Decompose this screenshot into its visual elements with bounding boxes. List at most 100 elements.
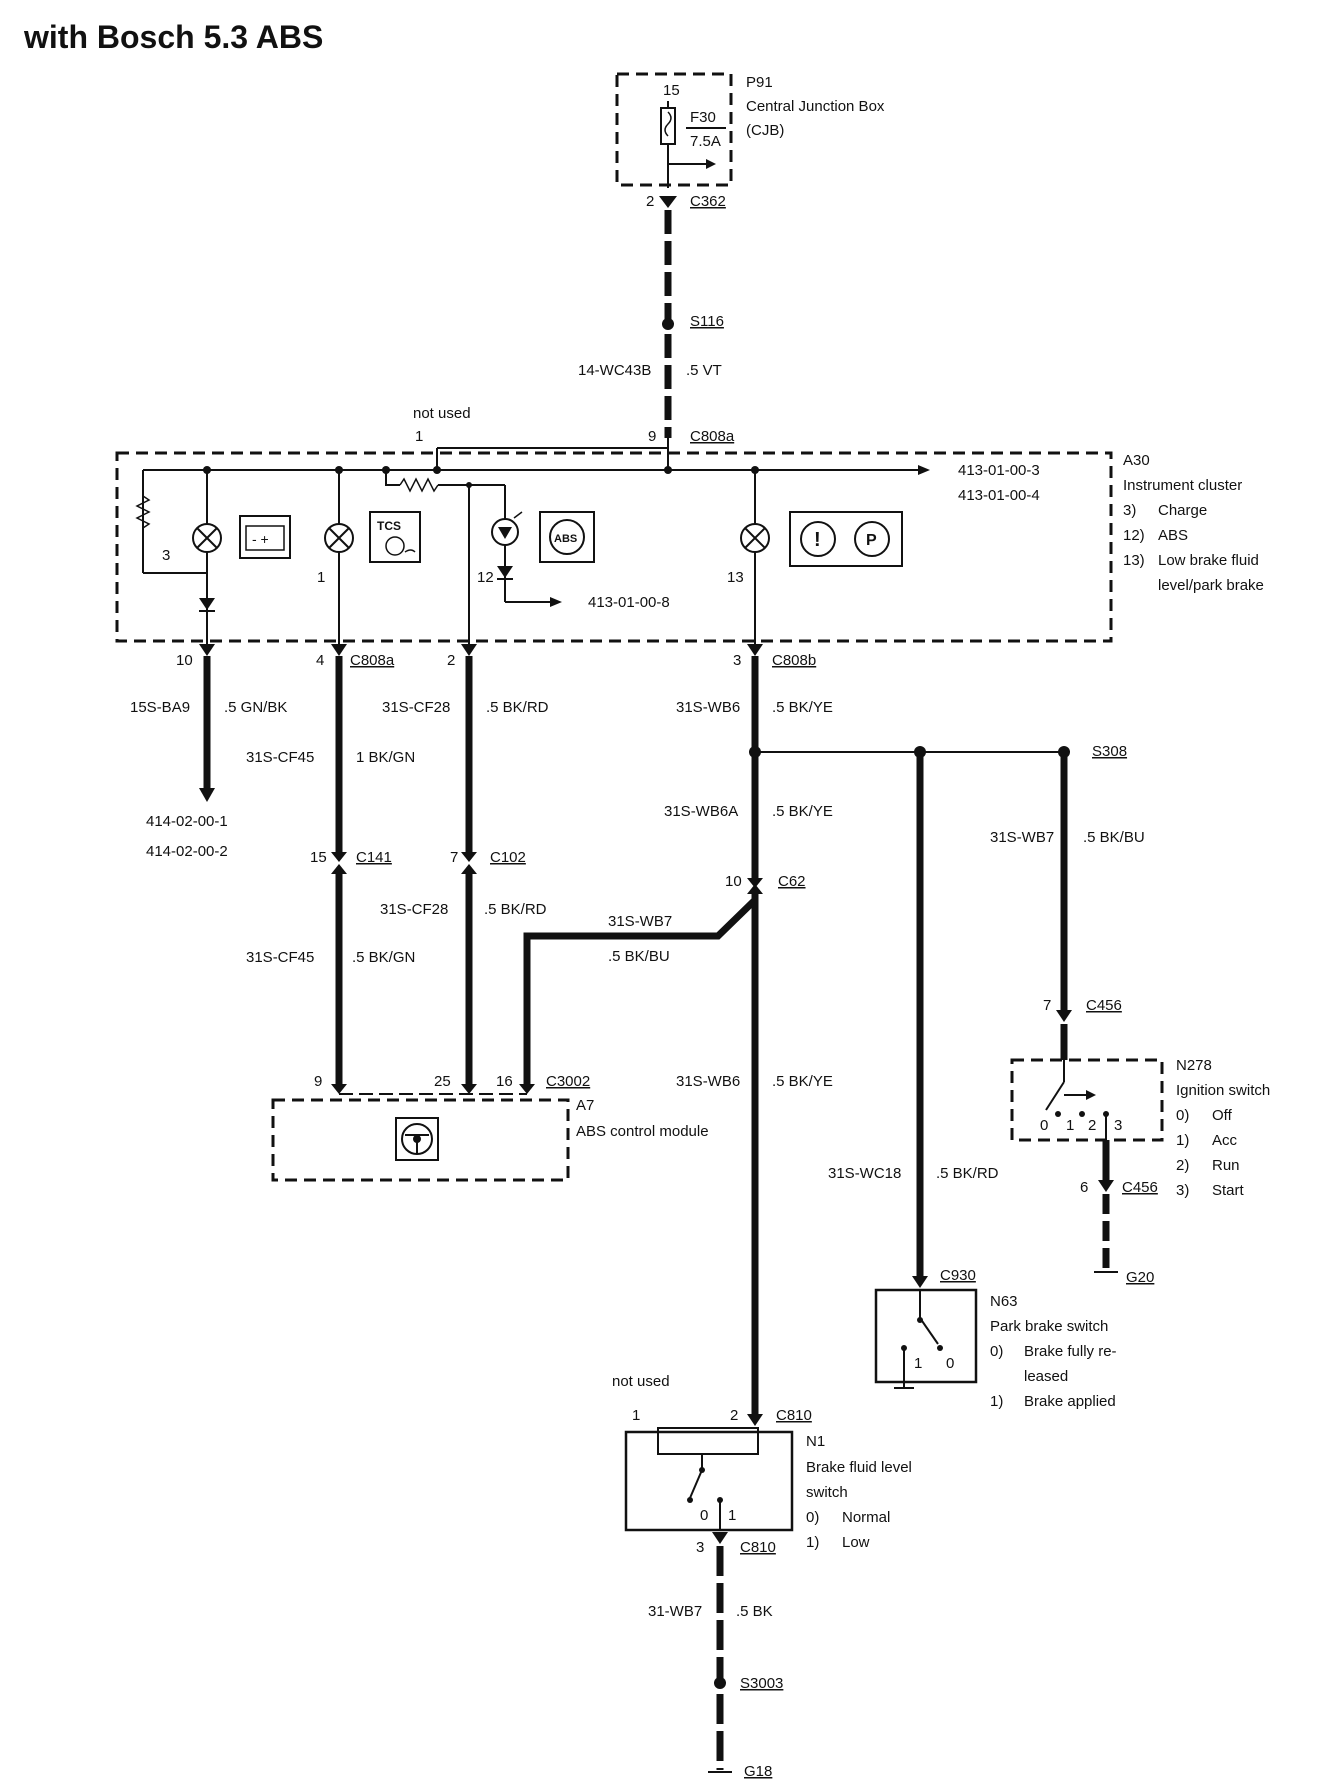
wb7-bot-circuit: 31-WB7 (648, 1603, 702, 1620)
n1-num-1: 1) (806, 1534, 819, 1551)
ign-pos-0: 0 (1040, 1117, 1048, 1134)
fuse-id: F30 (690, 109, 716, 126)
c930-label: C930 (940, 1267, 976, 1284)
c62-pin: 10 (725, 873, 742, 890)
ign-text-3: Start (1212, 1182, 1245, 1199)
park-pos-1: 1 (914, 1355, 922, 1372)
park-ref: N63 (990, 1293, 1018, 1310)
park-brake-switch-box (874, 1288, 978, 1384)
ba9-circuit: 15S-BA9 (130, 699, 190, 716)
abs-pin-9: 9 (314, 1073, 322, 1090)
park-name: Park brake switch (990, 1318, 1108, 1335)
cluster-pin-9: 9 (648, 428, 656, 445)
c808b-label: C808b (772, 652, 816, 669)
cjb-box (615, 72, 733, 187)
connector-icon (461, 1084, 477, 1094)
n1-ref: N1 (806, 1433, 825, 1450)
n1-pin-1: 1 (632, 1407, 640, 1424)
wb7-mid-wire: .5 BK/BU (608, 948, 670, 965)
p-label: P (866, 532, 877, 549)
n1-pos-1: 1 (728, 1507, 736, 1524)
park-text-0b: leased (1024, 1368, 1068, 1385)
c808a-label: C808a (350, 652, 395, 669)
connector-icon (659, 196, 677, 208)
n1-text-0: Normal (842, 1509, 890, 1526)
connector-icon (747, 878, 763, 888)
c808-pin-2: 2 (447, 652, 455, 669)
c3002-label: C3002 (546, 1073, 590, 1090)
lamp-num-12: 12 (477, 569, 494, 586)
c808-pin-4: 4 (316, 652, 324, 669)
legend-text-2: ABS (1158, 527, 1188, 544)
connector-icon (1098, 1180, 1114, 1192)
connector-icon (331, 852, 347, 862)
wb7-right-circuit: 31S-WB7 (990, 829, 1054, 846)
c102-pin: 7 (450, 849, 458, 866)
cluster-ref: A30 (1123, 452, 1150, 469)
cf28-mid-circuit: 31S-CF28 (380, 901, 448, 918)
ign-ref: N278 (1176, 1057, 1212, 1074)
abs-name: ABS control module (576, 1123, 709, 1140)
lamp-num-3: 3 (162, 547, 170, 564)
fuse-rating: 7.5A (690, 133, 721, 150)
steering-wheel-icon (395, 1117, 439, 1161)
connector-icon (461, 852, 477, 862)
c810-bot-label: C810 (740, 1539, 776, 1556)
brake-lamp-icon (740, 523, 770, 553)
tcs-symbol-icon: TCS (369, 511, 421, 563)
connector-icon (461, 644, 477, 656)
c456-bot-label: C456 (1122, 1179, 1158, 1196)
wb6a-circuit: 31S-WB6A (664, 803, 738, 820)
cluster-name: Instrument cluster (1123, 477, 1242, 494)
abs-module-box (271, 1098, 570, 1182)
cjb-pin: 15 (663, 82, 680, 99)
abs-pin-25: 25 (434, 1073, 451, 1090)
cf28-top-wire: .5 BK/RD (486, 699, 549, 716)
wb7-bot-wire: .5 BK (736, 1603, 773, 1620)
c141-pin: 15 (310, 849, 327, 866)
park-num-1: 1) (990, 1393, 1003, 1410)
not-used-top: not used (413, 405, 471, 422)
n1-pin-2: 2 (730, 1407, 738, 1424)
wb6a-wire: .5 BK/YE (772, 803, 833, 820)
splice-dot (714, 1677, 726, 1689)
charge-lamp-icon (192, 523, 222, 553)
g18-label: G18 (744, 1763, 772, 1780)
arrow-icon (1086, 1090, 1096, 1100)
cf28-top-circuit: 31S-CF28 (382, 699, 450, 716)
park-text-1: Brake applied (1024, 1393, 1116, 1410)
legend-num-3: 13) (1123, 552, 1145, 569)
ign-num-1: 1) (1176, 1132, 1189, 1149)
n1-not-used: not used (612, 1373, 670, 1390)
cjb-abbr: (CJB) (746, 122, 784, 139)
connector-icon (747, 1414, 763, 1426)
cf45-mid-wire: .5 BK/GN (352, 949, 415, 966)
abs-symbol-label: ABS (554, 533, 577, 545)
cluster-pin-1: 1 (415, 428, 423, 445)
tcs-label: TCS (377, 519, 401, 533)
svg-text:- +: - + (252, 531, 269, 547)
wb6-bot-wire: .5 BK/YE (772, 1073, 833, 1090)
wb7-mid-circuit: 31S-WB7 (608, 913, 672, 930)
resistor-icon (135, 495, 151, 529)
n1-pin-3: 3 (696, 1539, 704, 1556)
feed-wire: .5 VT (686, 362, 722, 379)
led-icon (491, 511, 523, 546)
abs-symbol-icon: ABS (539, 511, 595, 563)
connector-icon (461, 864, 477, 874)
ign-num-2: 2) (1176, 1157, 1189, 1174)
connector-icon (331, 644, 347, 656)
cf45-top-circuit: 31S-CF45 (246, 749, 314, 766)
arrow-icon (199, 788, 215, 802)
g20-label: G20 (1126, 1269, 1154, 1286)
c456-bot-pin: 6 (1080, 1179, 1088, 1196)
ref-414-02-00-2: 414-02-00-2 (146, 843, 228, 860)
wb7-right-wire: .5 BK/BU (1083, 829, 1145, 846)
ba9-wire: .5 GN/BK (224, 699, 287, 716)
c810-top-label: C810 (776, 1407, 812, 1424)
cf45-mid-circuit: 31S-CF45 (246, 949, 314, 966)
park-pos-0: 0 (946, 1355, 954, 1372)
arrow-icon (550, 597, 562, 607)
connector-icon (712, 1532, 728, 1544)
